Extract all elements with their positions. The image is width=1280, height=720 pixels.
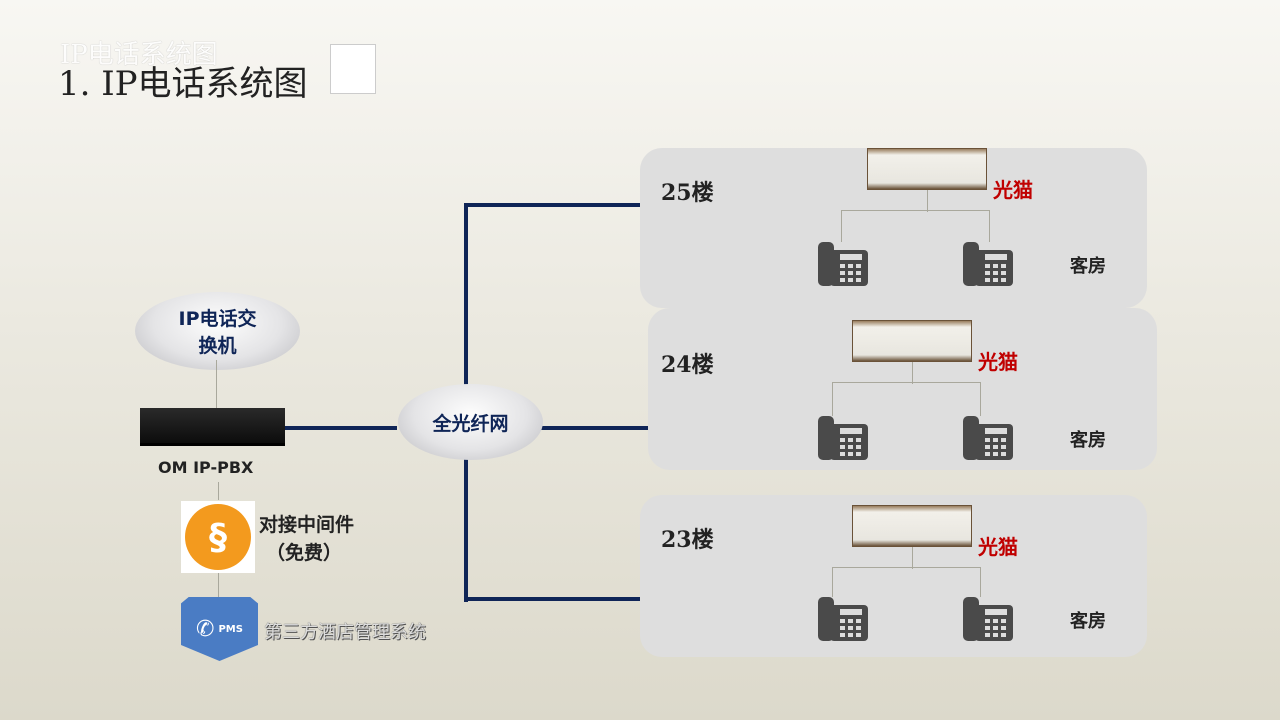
optical-modem <box>867 148 987 190</box>
connector <box>216 360 217 408</box>
connector <box>927 190 928 212</box>
middleware-note: （免费） <box>266 542 343 564</box>
desk-phone-icon <box>818 595 868 645</box>
desk-phone-icon <box>963 595 1013 645</box>
optical-modem <box>852 320 972 362</box>
connector <box>989 210 990 242</box>
middleware-label: 对接中间件 <box>259 514 355 536</box>
room-label: 客房 <box>1070 611 1106 632</box>
link-icon: § <box>185 504 251 570</box>
pbx-cloud-label: IP电话交换机 <box>178 308 257 357</box>
page-title: 1. IP电话系统图 <box>58 64 308 104</box>
pms-logo: ✆ PMS <box>181 597 258 661</box>
connector <box>980 567 981 597</box>
title-image-placeholder <box>330 44 376 94</box>
optical-modem <box>852 505 972 547</box>
room-label: 客房 <box>1070 430 1106 451</box>
connector <box>841 210 989 211</box>
desk-phone-icon <box>963 240 1013 290</box>
pbx-label: OM IP-PBX <box>158 458 254 477</box>
network-cloud: 全光纤网 <box>398 384 543 460</box>
pms-badge: PMS <box>218 623 243 635</box>
modem-label: 光猫 <box>993 178 1033 202</box>
connector <box>832 382 980 383</box>
connector <box>912 547 913 569</box>
pbx-cloud: IP电话交换机 <box>135 292 300 370</box>
network-label: 全光纤网 <box>432 412 509 435</box>
connector <box>832 382 833 416</box>
link-24 <box>530 426 648 430</box>
pbx-device <box>140 408 285 446</box>
room-label: 客房 <box>1070 256 1106 277</box>
connector <box>841 210 842 242</box>
title-ghost: IP电话系统图 <box>60 40 218 70</box>
pms-label: 第三方酒店管理系统 <box>264 622 426 643</box>
modem-label: 光猫 <box>978 535 1018 559</box>
desk-phone-icon <box>818 414 868 464</box>
link-25 <box>464 203 640 207</box>
desk-phone-icon <box>818 240 868 290</box>
pbx-network-link <box>285 426 397 430</box>
middleware-logo: § <box>181 501 255 573</box>
phone-icon: ✆ <box>196 616 215 642</box>
connector <box>832 567 980 568</box>
connector <box>912 362 913 384</box>
connector <box>832 567 833 597</box>
desk-phone-icon <box>963 414 1013 464</box>
modem-label: 光猫 <box>978 350 1018 374</box>
connector <box>218 573 219 599</box>
floor-label: 24楼 <box>661 352 714 378</box>
link-23 <box>464 597 640 601</box>
floor-label: 25楼 <box>661 180 714 206</box>
connector <box>980 382 981 416</box>
floor-label: 23楼 <box>661 527 714 553</box>
connector <box>218 482 219 500</box>
